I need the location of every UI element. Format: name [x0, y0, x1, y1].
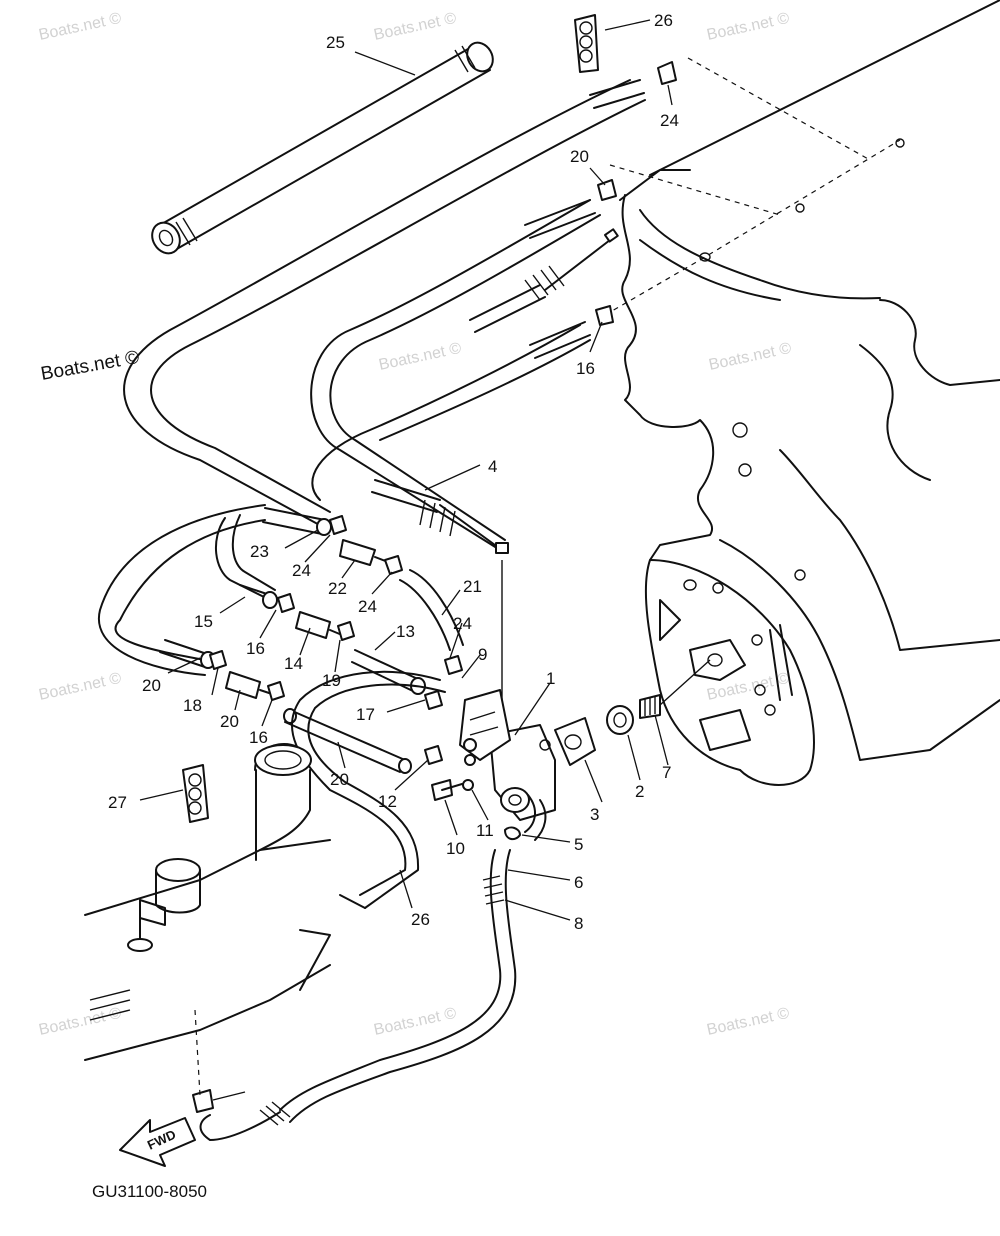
watermark: Boats.net © — [372, 10, 458, 44]
watermark: Boats.net © — [705, 1005, 791, 1039]
callout-18: 20 — [220, 712, 239, 731]
leader-lines — [139, 19, 673, 1101]
callout-3: 2 — [635, 782, 644, 801]
callout-24-top: 24 — [660, 111, 679, 130]
callout-5: 6 — [574, 873, 583, 892]
callout-17: 20 — [330, 770, 349, 789]
callout-20-top: 20 — [570, 147, 589, 166]
callout-25: 25 — [326, 33, 345, 52]
callout-13: 13 — [396, 622, 415, 641]
fuel-pump-assembly — [431, 659, 711, 841]
part-4-cable — [371, 228, 619, 740]
watermark: Boats.net © — [705, 10, 791, 44]
callout-24-b: 24 — [358, 597, 377, 616]
callout-23: 23 — [250, 542, 269, 561]
callout-16-c: 17 — [356, 705, 375, 724]
watermark: Boats.net © — [37, 670, 123, 704]
watermark: Boats.net © — [37, 10, 123, 44]
callout-2: 7 — [662, 763, 671, 782]
diagram-part-code: GU31100-8050 — [92, 1182, 207, 1201]
fwd-direction-arrow: FWD — [119, 1117, 196, 1167]
callout-20-a: 18 — [183, 696, 202, 715]
watermark: Boats.net © — [37, 1005, 123, 1039]
fuel-hoses — [97, 79, 646, 676]
callout-22: 22 — [328, 579, 347, 598]
short-hoses — [159, 79, 645, 909]
callout-16-top: 16 — [576, 359, 595, 378]
clips-and-filters — [182, 14, 677, 1113]
callout-12: 11 — [476, 821, 494, 840]
callout-19: 20 — [142, 676, 161, 695]
callout-21: 21 — [463, 577, 482, 596]
watermark: Boats.net © — [377, 340, 463, 374]
callout-20-b: 16 — [249, 728, 268, 747]
callout-7: 5 — [574, 835, 583, 854]
callout-11: 10 — [446, 839, 465, 858]
watermark-group: Boats.net © Boats.net © Boats.net © Boat… — [37, 10, 793, 1039]
oil-tank — [84, 743, 331, 1096]
callout-26-bottom: 27 — [108, 793, 127, 812]
callout-labels: 25 26 24 20 16 4 23 24 22 24 21 15 16 14… — [108, 11, 679, 933]
callout-6: 8 — [574, 914, 583, 933]
callout-16-b: 19 — [322, 671, 341, 690]
watermark: Boats.net © — [372, 1005, 458, 1039]
callout-9: 9 — [478, 645, 487, 664]
engine-block — [604, 0, 1000, 786]
part-25-tube — [151, 41, 494, 255]
part-5-6-hose — [199, 849, 517, 1141]
callout-14: 14 — [284, 654, 303, 673]
callout-1: 1 — [546, 669, 555, 688]
callout-10: 3 — [590, 805, 599, 824]
callout-26-top: 26 — [654, 11, 673, 30]
callout-8: 26 — [411, 910, 430, 929]
watermark: Boats.net © — [707, 340, 793, 374]
callout-24-c: 24 — [453, 614, 472, 633]
callout-20-c: 12 — [378, 792, 397, 811]
callout-4: 4 — [488, 457, 497, 476]
callout-24-a: 24 — [292, 561, 311, 580]
callout-16-a: 16 — [246, 639, 265, 658]
callout-15: 15 — [194, 612, 213, 631]
